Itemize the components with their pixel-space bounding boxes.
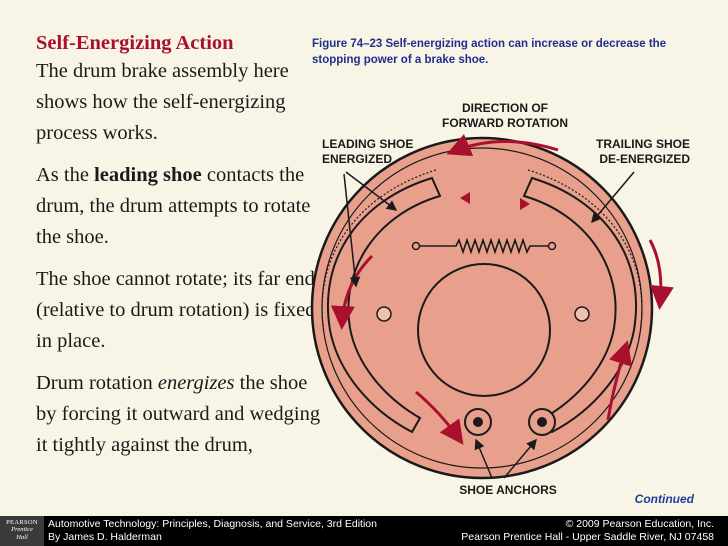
p4-pre: Drum rotation: [36, 372, 158, 394]
rotation-arrow-bottom-left: [415, 390, 464, 445]
label-direction-1: DIRECTION OF: [462, 101, 548, 115]
rotation-arrow-right: [648, 239, 674, 310]
hub: [417, 263, 551, 397]
paragraph-fixed-end: The shoe cannot rotate; its far end (rel…: [36, 268, 316, 352]
paragraph-energizes: Drum rotation energizes the shoe by forc…: [36, 368, 326, 461]
paragraph-leading-shoe: As the leading shoe contacts the drum, t…: [36, 160, 326, 253]
leader-anchor-left: [474, 438, 493, 479]
slide-title: Self-Energizing Action: [36, 32, 234, 54]
logo-line3: Hall: [16, 534, 28, 541]
spring-hook-right: [547, 241, 557, 251]
figure-caption: Figure 74–23 Self-energizing action can …: [312, 38, 667, 66]
label-trailing-1: TRAILING SHOE: [596, 137, 690, 151]
p2-bold: leading shoe: [94, 164, 202, 186]
holddown-right: [574, 306, 590, 322]
anchor-left-pin: [473, 417, 483, 427]
drum-brake-diagram: DIRECTION OF FORWARD ROTATION LEADING SH…: [310, 101, 690, 497]
p4-italic: energizes: [157, 372, 235, 394]
label-leading-1: LEADING SHOE: [322, 137, 413, 151]
slide-body: Self-Energizing Action The drum brake as…: [36, 30, 326, 472]
push-arrow-left: [460, 192, 470, 204]
continued-label: Continued: [634, 492, 694, 506]
p4-post: the shoe by forcing it outward and wedgi…: [36, 372, 321, 456]
publisher: Pearson Prentice Hall - Upper Saddle Riv…: [461, 531, 714, 543]
footer-bar: PEARSON Prentice Hall Automotive Technol…: [0, 516, 728, 546]
pearson-logo: PEARSON Prentice Hall: [0, 516, 44, 546]
leading-lining: [321, 169, 437, 333]
label-anchors: SHOE ANCHORS: [459, 483, 557, 497]
leader-leading-2: [343, 173, 361, 288]
leader-leading-1: [345, 171, 398, 211]
author: By James D. Halderman: [48, 531, 162, 543]
copyright: © 2009 Pearson Education, Inc.: [565, 518, 714, 530]
p2-post: contacts the drum, the drum attempts to …: [36, 164, 311, 248]
rotation-arrow-top: [446, 134, 559, 157]
book-title: Automotive Technology: Principles, Diagn…: [48, 518, 377, 530]
trailing-lining: [527, 169, 643, 333]
label-leading-2: ENERGIZED: [322, 152, 392, 166]
holddown-left: [376, 306, 392, 322]
anchor-right-pin: [537, 417, 547, 427]
footer-left: Automotive Technology: Principles, Diagn…: [48, 518, 377, 544]
push-arrow-right: [520, 198, 530, 210]
label-direction-2: FORWARD ROTATION: [442, 116, 568, 130]
leader-anchor-right: [503, 438, 537, 479]
rotation-arrow-bottom-right: [606, 340, 633, 421]
p2-pre: As the: [36, 164, 95, 186]
leading-shoe: [327, 176, 442, 434]
return-spring: [420, 237, 548, 255]
logo-line1: PEARSON: [6, 519, 38, 526]
spring-hook-left: [411, 241, 421, 251]
leader-trailing: [591, 171, 635, 224]
paragraph-intro: The drum brake assembly here shows how t…: [36, 60, 289, 144]
footer-right: © 2009 Pearson Education, Inc. Pearson P…: [461, 518, 714, 544]
logo-line2: Prentice: [11, 526, 33, 533]
label-trailing-2: DE-ENERGIZED: [599, 152, 690, 166]
